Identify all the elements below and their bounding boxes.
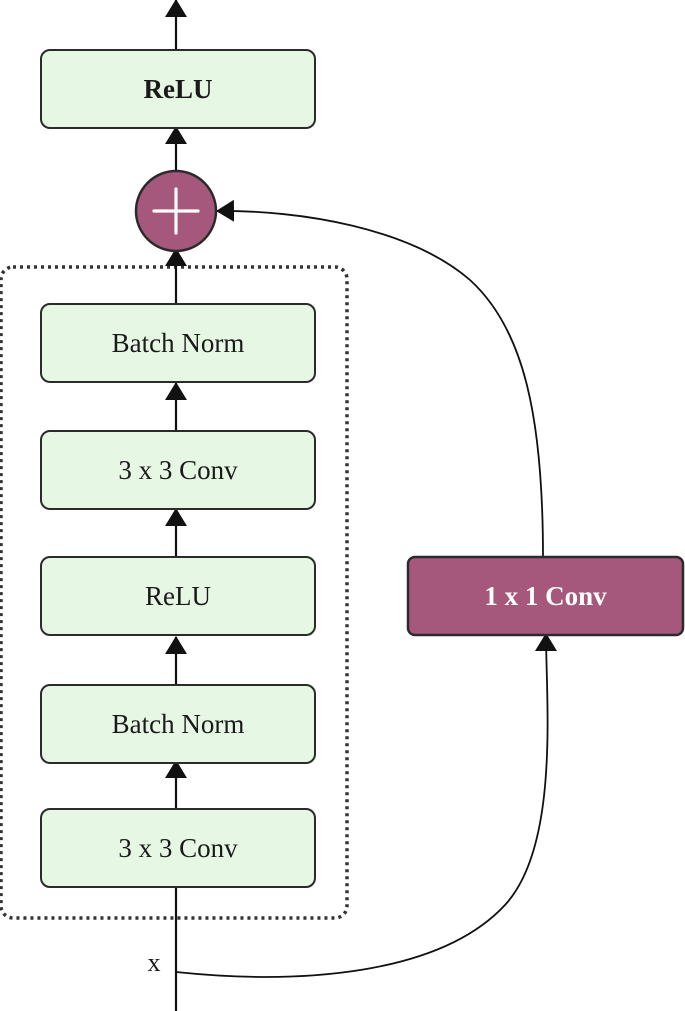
conv3x3-2-block <box>40 430 316 510</box>
batch-norm-2-block <box>40 303 316 383</box>
relu-top-block <box>40 49 316 129</box>
residual-path-container <box>0 265 349 920</box>
batch-norm-1-block <box>40 684 316 764</box>
shortcut-curve-lower <box>175 633 558 978</box>
blocks <box>40 49 685 888</box>
relu-mid-block <box>40 556 316 636</box>
shortcut-path <box>175 199 558 978</box>
conv3x3-1-block <box>40 808 316 888</box>
shortcut-curve-upper <box>216 199 544 558</box>
add-node <box>134 169 218 253</box>
plus-icon <box>152 187 200 235</box>
shortcut-conv-block <box>406 555 685 637</box>
